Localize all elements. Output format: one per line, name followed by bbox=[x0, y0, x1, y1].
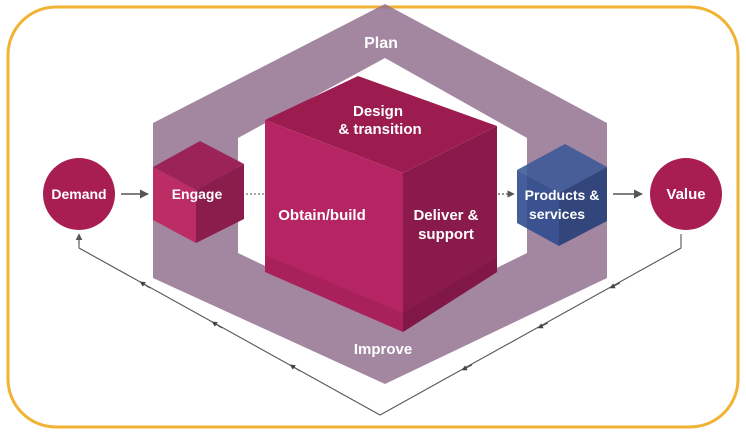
improve-label: Improve bbox=[354, 341, 412, 358]
engage-label: Engage bbox=[172, 186, 223, 202]
design-label-line1: Design bbox=[353, 103, 403, 120]
engage-cube bbox=[153, 141, 244, 243]
design-label-line2: & transition bbox=[338, 121, 421, 138]
main-cube bbox=[265, 76, 497, 332]
demand-label: Demand bbox=[51, 186, 106, 202]
deliver-label-line2: support bbox=[418, 226, 474, 243]
products-label-line2: services bbox=[529, 206, 585, 222]
feedback-loop bbox=[75, 233, 682, 416]
plan-label: Plan bbox=[364, 35, 398, 52]
products-cube bbox=[517, 144, 607, 246]
plan-improve-frame bbox=[153, 4, 607, 384]
value-label: Value bbox=[666, 186, 705, 203]
products-label-line1: Products & bbox=[525, 187, 600, 203]
deliver-label-line1: Deliver & bbox=[413, 207, 478, 224]
value-circle bbox=[650, 158, 722, 230]
demand-circle bbox=[43, 158, 115, 230]
obtain-build-label: Obtain/build bbox=[278, 207, 366, 224]
